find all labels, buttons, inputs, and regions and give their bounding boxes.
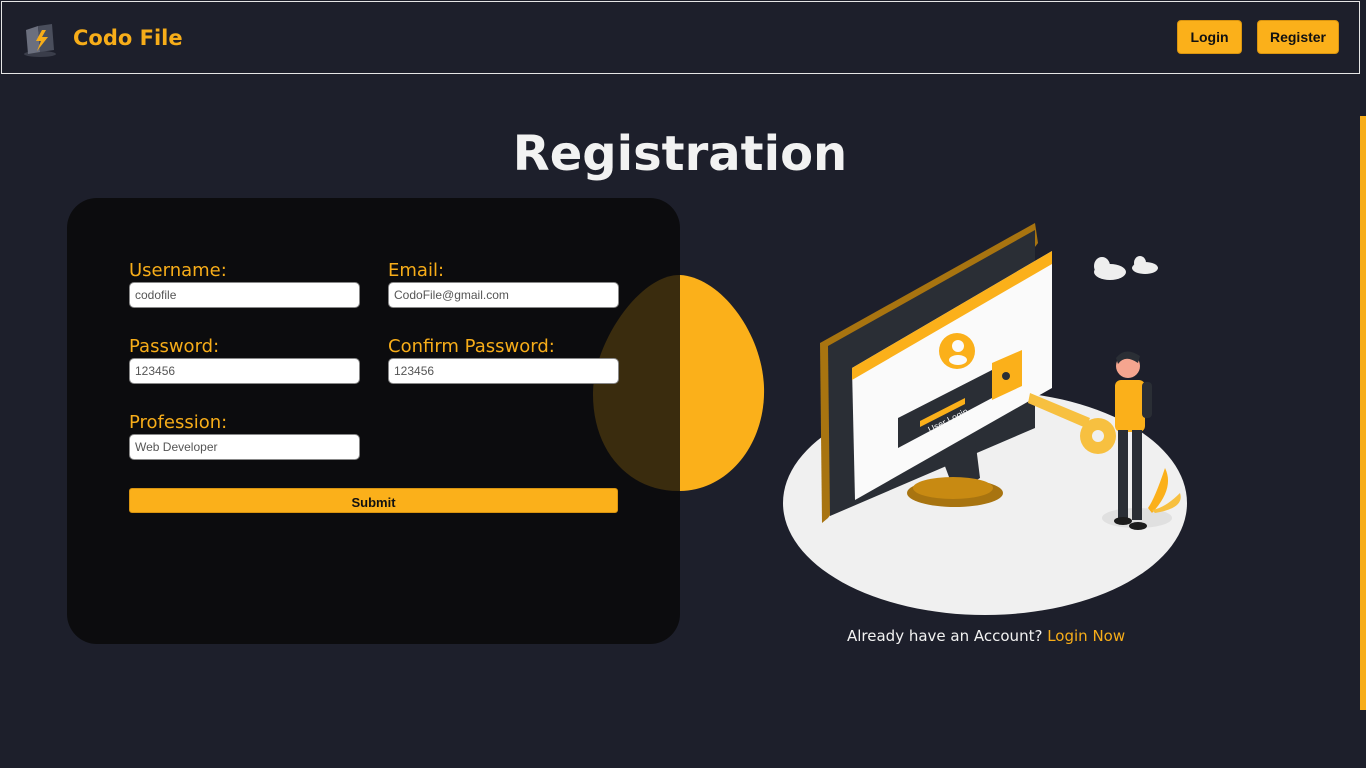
password-input[interactable] [129,358,360,384]
keyhole-icon [1002,372,1010,380]
login-button[interactable]: Login [1177,20,1242,54]
username-label: Username: [129,260,227,281]
cloud-icon [1094,256,1158,280]
email-input[interactable] [388,282,619,308]
password-label: Password: [129,336,220,357]
login-prompt-text: Already have an Account? [847,627,1043,645]
decorative-blob [592,274,765,492]
navbar: Codo File Login Register [1,1,1360,74]
submit-button[interactable]: Submit [129,488,618,513]
profession-label: Profession: [129,412,228,433]
login-now-link[interactable]: Login Now [1047,627,1126,645]
register-button[interactable]: Register [1257,20,1339,54]
page-title: Registration [512,126,848,182]
brand-name: Codo File [73,26,183,50]
profession-input[interactable] [129,434,360,460]
email-label: Email: [388,260,445,281]
username-input[interactable] [129,282,360,308]
registration-form-card [67,198,680,644]
confirm-password-label: Confirm Password: [388,336,555,357]
user-login-illustration: User Login [783,223,1187,615]
confirm-password-input[interactable] [388,358,619,384]
side-accent-strip [1360,116,1366,710]
plant-icon [1148,468,1169,513]
login-prompt: Already have an Account? Login Now [847,627,1125,645]
codo-file-logo-icon [24,24,56,57]
